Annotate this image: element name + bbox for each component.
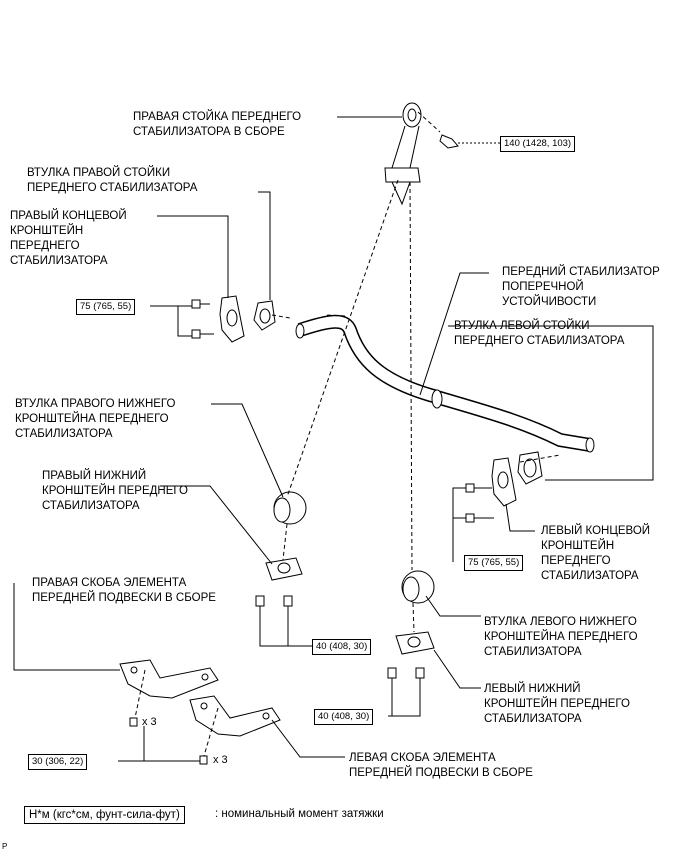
torque-right-end-bracket-bolts: 75 (765, 55): [76, 299, 136, 315]
leader-lines: [13, 116, 654, 762]
label-right-lower-bracket: ПРАВЫЙ НИЖНИЙ КРОНШТЕЙН ПЕРЕДНЕГО СТАБИЛ…: [42, 470, 188, 512]
figure-code: P: [2, 842, 8, 851]
label-right-suspension-brace: ПРАВАЯ СКОБА ЭЛЕМЕНТА ПЕРЕДНЕЙ ПОДВЕСКИ …: [32, 577, 216, 604]
multiplier-upper: x 3: [142, 716, 157, 728]
left-lower-bracket-drawing: [387, 631, 435, 679]
label-left-lower-bracket: ЛЕВЫЙ НИЖНИЙ КРОНШТЕЙН ПЕРЕДНЕГО СТАБИЛИ…: [484, 683, 630, 725]
torque-link-nut: 140 (1428, 103): [500, 136, 576, 152]
label-left-suspension-brace: ЛЕВАЯ СКОБА ЭЛЕМЕНТА ПЕРЕДНЕЙ ПОДВЕСКИ В…: [349, 752, 533, 779]
left-lower-bushing-drawing: [401, 570, 435, 604]
left-link-bushing-drawing: [517, 451, 543, 485]
legend-unit-box: Н*м (кгс*см, фунт-сила-фут): [24, 806, 185, 824]
right-lower-bushing-drawing: [273, 491, 307, 525]
right-link-bushing-drawing: [253, 300, 276, 331]
right-lower-bracket-drawing: [255, 557, 303, 607]
assembly-lines: [134, 111, 561, 757]
label-right-lower-bracket-bushing: ВТУЛКА ПРАВОГО НИЖНЕГО КРОНШТЕЙНА ПЕРЕДН…: [15, 398, 176, 440]
legend-description: : номинальный момент затяжки: [215, 808, 384, 820]
right-suspension-brace-drawing: [119, 659, 219, 699]
left-end-bracket-drawing: [465, 457, 517, 523]
label-left-lower-bracket-bushing: ВТУЛКА ЛЕВОГО НИЖНЕГО КРОНШТЕЙНА ПЕРЕДНЕ…: [484, 616, 638, 658]
right-link-drawing: [384, 102, 422, 206]
torque-brace-bolts: 30 (306, 22): [28, 754, 88, 770]
label-right-link-bushing: ВТУЛКА ПРАВОЙ СТОЙКИ ПЕРЕДНЕГО СТАБИЛИЗА…: [27, 167, 198, 194]
right-end-bracket-drawing: [191, 295, 245, 343]
label-left-link-bushing: ВТУЛКА ЛЕВОЙ СТОЙКИ ПЕРЕДНЕГО СТАБИЛИЗАТ…: [454, 320, 625, 347]
label-right-link-assembly: ПРАВАЯ СТОЙКА ПЕРЕДНЕГО СТАБИЛИЗАТОРА В …: [133, 111, 302, 138]
label-stabilizer-bar: ПЕРЕДНИЙ СТАБИЛИЗАТОР ПОПЕРЕЧНОЙ УСТОЙЧИ…: [502, 266, 660, 308]
stabilizer-bar-drawing: [295, 314, 595, 453]
link-nut-drawing: [439, 134, 500, 149]
label-left-end-bracket: ЛЕВЫЙ КОНЦЕВОЙ КРОНШТЕЙН ПЕРЕДНЕГО СТАБИ…: [541, 525, 651, 582]
torque-left-lower-bracket-bolts: 40 (408, 30): [314, 709, 374, 725]
torque-left-end-bracket-bolts: 75 (765, 55): [464, 555, 524, 571]
torque-right-lower-bracket-bolts: 40 (408, 30): [312, 639, 372, 655]
label-right-end-bracket: ПРАВЫЙ КОНЦЕВОЙ КРОНШТЕЙН ПЕРЕДНЕГО СТАБ…: [10, 210, 127, 267]
multiplier-lower: x 3: [213, 754, 228, 766]
left-suspension-brace-drawing: [129, 695, 281, 765]
